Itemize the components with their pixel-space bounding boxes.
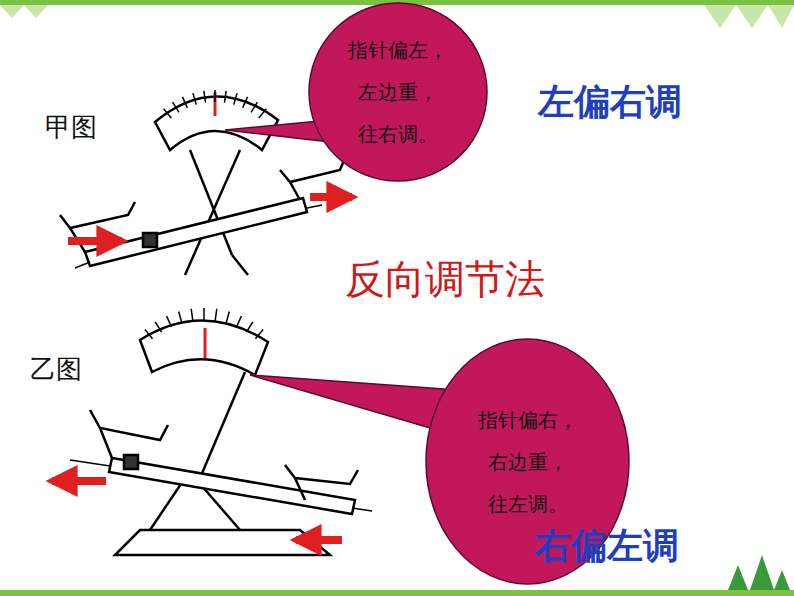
arrow-left [52,477,106,485]
bubble-tail [250,375,457,430]
arrow-right [310,193,352,201]
bubble-text: 指针偏左， 左边重， 往右调。 [346,29,450,155]
bubble-text: 指针偏右， 右边重， 往左调。 [476,399,580,525]
trees [728,555,790,590]
arrow-left [296,536,342,544]
speech-bubble: 指针偏左， 左边重， 往右调。 [308,2,488,182]
bubble-ellipse [309,3,487,181]
arrow-right [68,237,122,245]
rule-label: 右偏左调 [535,522,679,571]
balance-a [60,90,345,275]
rule-label: 左偏右调 [538,78,682,127]
figure-label: 乙图 [30,352,82,387]
balance-b [70,308,372,555]
method-title: 反向调节法 [345,252,545,307]
figure-label: 甲图 [45,110,97,145]
bottom-bar [0,590,794,596]
